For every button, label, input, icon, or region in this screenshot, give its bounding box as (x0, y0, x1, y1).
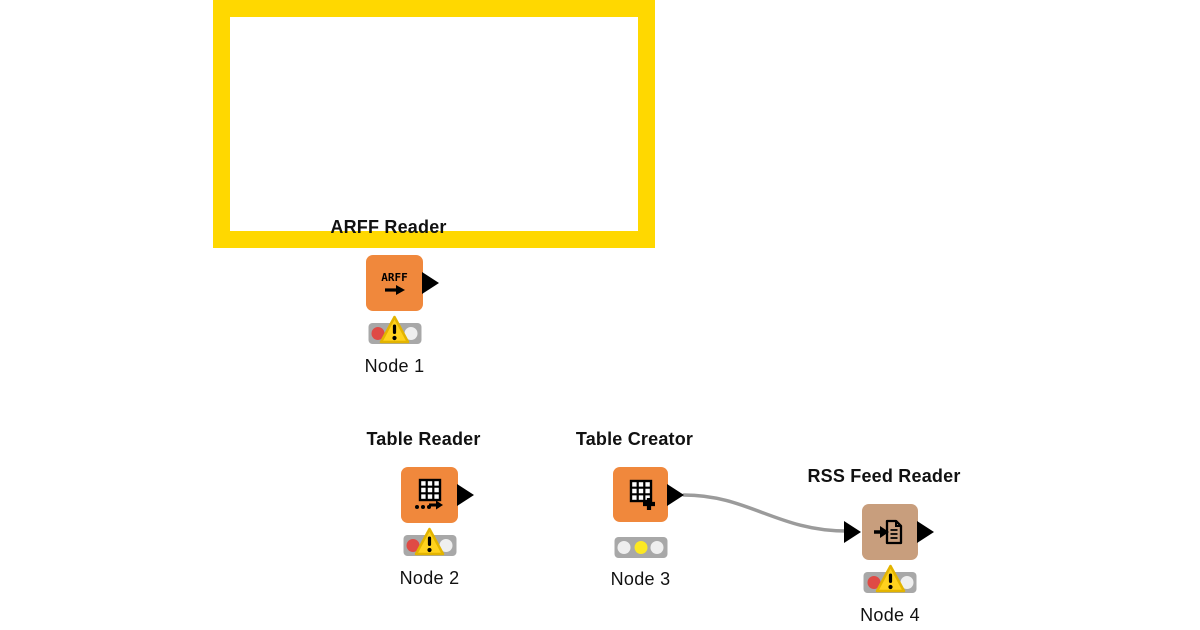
arff-icon-text: ARFF (381, 270, 408, 284)
status-traffic-light (403, 527, 456, 556)
rss-feed-icon (874, 519, 903, 545)
node-body[interactable] (613, 467, 668, 522)
node-title[interactable]: Table Creator (575, 429, 694, 449)
table-creator-icon (629, 479, 655, 510)
status-light-red (371, 327, 385, 340)
node-table-creator[interactable]: Table Creator Node 3 (576, 429, 693, 589)
output-port[interactable] (917, 521, 934, 543)
status-light-red (867, 576, 880, 589)
node-label[interactable]: Node 3 (610, 569, 671, 589)
status-light-yellow (634, 541, 647, 554)
warning-icon (379, 315, 410, 344)
arff-icon: ARFF (381, 271, 408, 296)
output-port[interactable] (667, 483, 684, 506)
table-reader-icon (414, 478, 443, 510)
node-body[interactable] (862, 504, 918, 560)
status-traffic-light (863, 564, 917, 593)
status-traffic-light (614, 537, 667, 558)
status-light-off (900, 576, 913, 589)
node-title[interactable]: ARFF Reader (330, 217, 447, 237)
status-light-off (439, 539, 453, 552)
node-title[interactable]: RSS Feed Reader (807, 466, 961, 486)
warning-icon (414, 527, 445, 556)
status-traffic-light (368, 315, 421, 344)
input-port[interactable] (844, 521, 861, 543)
workflow-annotation-box[interactable] (213, 0, 655, 248)
node-label[interactable]: Node 1 (364, 356, 425, 376)
node-table-reader[interactable]: Table Reader Node 2 (366, 429, 480, 588)
node-body[interactable] (401, 467, 458, 523)
status-light-off (650, 541, 664, 554)
status-light-off (617, 541, 631, 554)
output-port[interactable] (457, 484, 474, 506)
status-light-off (404, 327, 418, 340)
status-light-red (406, 539, 420, 552)
node-body[interactable]: ARFF (366, 255, 423, 311)
node-label[interactable]: Node 2 (399, 568, 460, 588)
node-title[interactable]: Table Reader (366, 429, 481, 449)
connection-wire-node3-node4[interactable] (682, 493, 848, 533)
node-label[interactable]: Node 4 (860, 605, 920, 625)
output-port[interactable] (422, 272, 439, 294)
warning-icon (875, 564, 905, 593)
node-arff-reader[interactable]: ARFF Reader ARFF Node 1 (330, 217, 446, 376)
node-rss-feed-reader[interactable]: RSS Feed Reader Node 4 (807, 466, 960, 625)
